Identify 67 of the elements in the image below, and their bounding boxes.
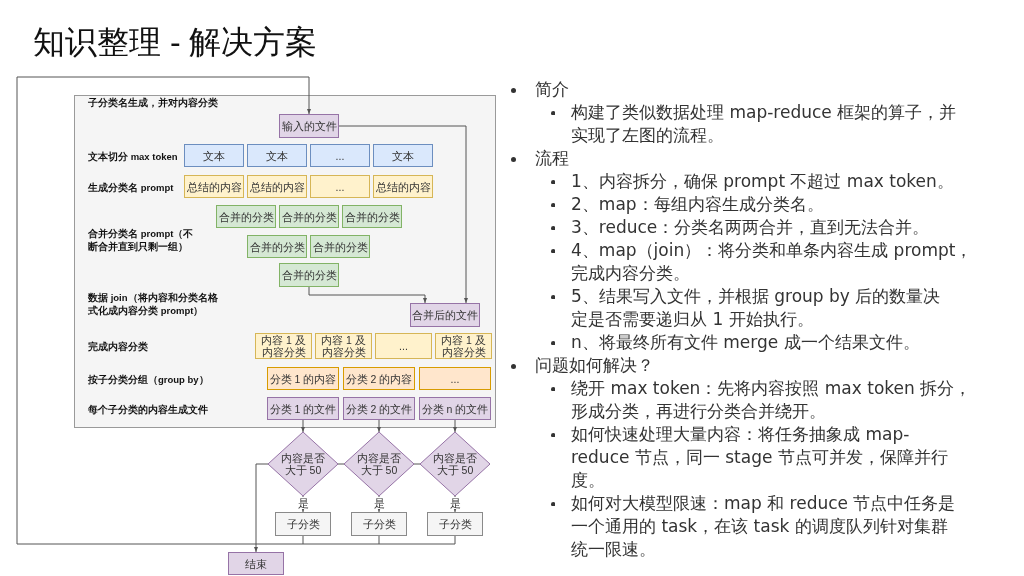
arrow [377,419,381,433]
arrow [338,125,468,304]
arrow [254,463,269,553]
arrow [301,419,305,433]
arrow [308,286,427,304]
edge-label: 是 [372,497,386,509]
process-box: 总结的内容 [184,175,244,198]
bullet-text: 简介 [535,78,569,101]
process-box: 文本 [184,144,244,167]
process-box: ... [375,333,432,359]
arrow [453,419,457,433]
bullet-text: 2、map：每组内容生成分类名。 [571,193,824,216]
row-label: 生成分类名 prompt [88,181,174,194]
process-box: 内容 1 及内容分类 [315,333,372,359]
process-box: 内容 1 及内容分类 [435,333,492,359]
process-box: 合并的分类 [279,263,339,287]
bullet-text: 问题如何解决？ [535,354,654,377]
process-box: 内容 1 及内容分类 [255,333,312,359]
bullet-text: 如何快速处理大量内容：将任务抽象成 map-reduce 节点，同一 stage 节点可并发，保障并行度。 [571,423,949,492]
edge-label: 是 [448,497,462,509]
process-box: 总结的内容 [247,175,307,198]
process-box: 子分类 [351,512,407,536]
slide-title: 知识整理 - 解决方案 [33,23,318,62]
row-label: 完成内容分类 [88,340,148,353]
connector-line [413,463,421,465]
bullet-text: 3、reduce：分类名两两合并，直到无法合并。 [571,216,930,239]
bullet-text: 如何对大模型限速：map 和 reduce 节点中任务是一个通用的 task，在该 task 的调度队列针对集群统一限速。 [571,492,957,561]
process-box: 分类 2 的内容 [343,367,415,390]
process-box: 合并的分类 [279,205,339,228]
row-label: 数据 join（将内容和分类名格式化成内容分类 prompt） [88,291,218,317]
process-box: 分类 1 的文件 [267,397,339,420]
decision-diamond: 内容是否大于 50 [420,432,490,496]
connector-line [337,463,345,465]
process-box: 合并的分类 [216,205,276,228]
process-box: 合并的分类 [342,205,402,228]
decision-diamond: 内容是否大于 50 [268,432,338,496]
process-box: 合并的分类 [310,235,370,258]
process-box: 总结的内容 [373,175,433,198]
bullet-text: 流程 [535,147,569,170]
process-box: 输入的文件 [279,114,339,138]
process-box: 子分类 [275,512,331,536]
process-box: 合并后的文件 [410,303,480,327]
row-label: 合并分类名 prompt（不断合并直到只剩一组） [88,227,195,253]
process-box: ... [419,367,491,390]
process-box: 文本 [373,144,433,167]
process-box: 合并的分类 [247,235,307,258]
edge-label: 是 [296,497,310,509]
process-box: ... [310,175,370,198]
bullet-text: 构建了类似数据处理 map-reduce 框架的算子，并实现了左图的流程。 [571,101,958,147]
bullet-text: 4、map（join）：将分类和单条内容生成 prompt，完成内容分类。 [571,239,974,285]
process-box: 子分类 [427,512,483,536]
process-box: 分类 1 的内容 [267,367,339,390]
decision-diamond: 内容是否大于 50 [344,432,414,496]
bullet-text: 绕开 max token：先将内容按照 max token 拆分，形成分类，再进行分类合并绕开。 [571,377,973,423]
bullet-text: 5、结果写入文件，并根据 group by 后的数量决定是否需要递归从 1 开始执行。 [571,285,942,331]
group-panel [74,95,496,428]
process-box: ... [310,144,370,167]
bullet-text: 1、内容拆分，确保 prompt 不超过 max token。 [571,170,954,193]
process-box: 分类 n 的文件 [419,397,491,420]
row-label: 文本切分 max token [88,150,178,163]
process-box: 文本 [247,144,307,167]
process-box: 分类 2 的文件 [343,397,415,420]
row-label: 每个子分类的内容生成文件 [88,403,208,416]
row-label: 按子分类分组（group by） [88,373,209,386]
panel-heading: 子分类名生成，并对内容分类 [88,97,218,109]
bullet-text: n、将最终所有文件 merge 成一个结果文件。 [571,331,920,354]
process-box: 结束 [228,552,284,575]
